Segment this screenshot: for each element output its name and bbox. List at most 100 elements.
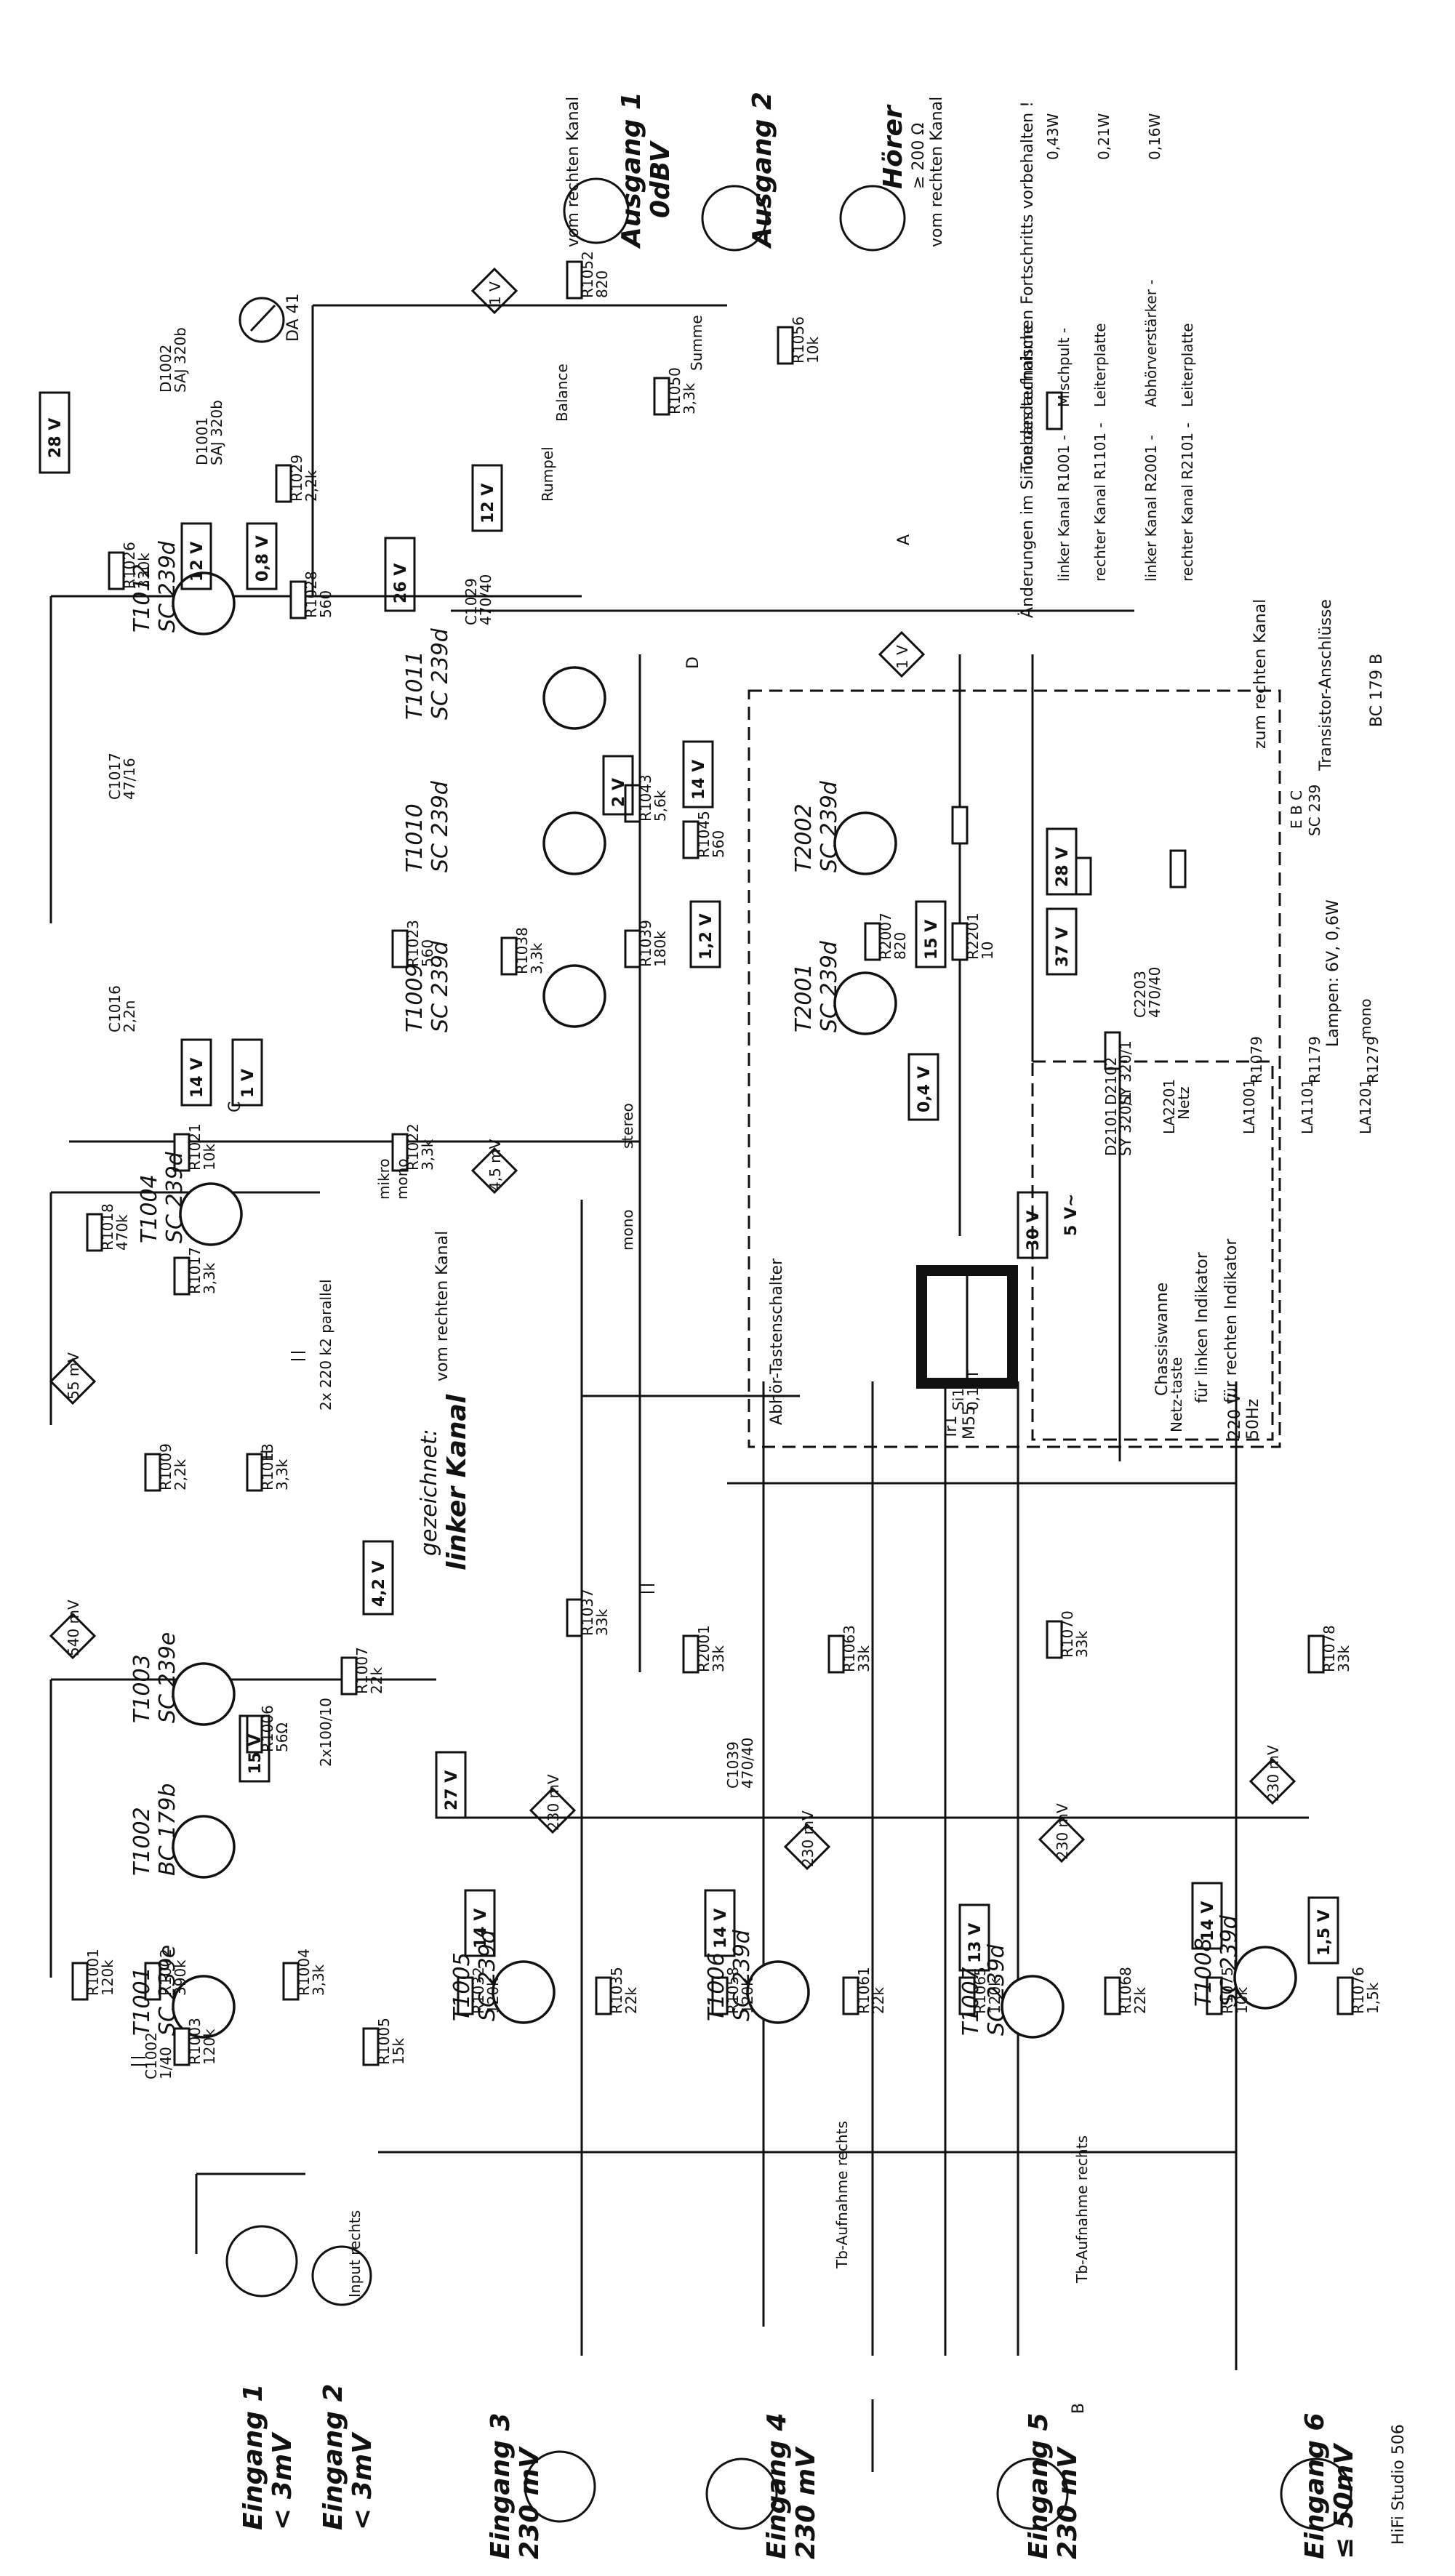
input-eingang4-name: Eingang 4 <box>762 2412 792 2559</box>
input-eingang5-level: 230 mV <box>1053 2446 1083 2559</box>
r1021-val: 10k <box>201 1144 218 1171</box>
channel-title-line1: gezeichnet: <box>417 1429 442 1556</box>
r1039-val: 180k <box>652 931 669 967</box>
label-vom-rechten-kanal2: vom rechten Kanal <box>928 97 946 247</box>
c1015-ref: C1017 <box>106 753 124 800</box>
r2005-val: 820 <box>891 932 909 960</box>
label-vom-rechten-kanal: vom rechten Kanal <box>564 97 582 247</box>
components <box>71 260 1354 2066</box>
label-stereo: stereo <box>619 1103 636 1149</box>
label-rumpel: Rumpel <box>539 446 556 502</box>
changes-row3-left: rechter Kanal R2101 - <box>1179 422 1196 582</box>
level-markers <box>49 267 1296 1871</box>
transistor-labels: T1001 SC 239e T1002 BC 179b T1003 SC 239… <box>129 540 1242 2036</box>
lamp-la2201: LA2201 <box>1161 1079 1178 1134</box>
voltage-0: 28 V <box>47 418 65 458</box>
label-mono: mono <box>393 1158 411 1200</box>
label-balance: Balance <box>553 364 571 422</box>
meter-label: DA 41 <box>284 293 302 342</box>
changes-row1-left: rechter Kanal R1101 - <box>1091 422 1109 582</box>
r1076-val: 1,5k <box>1364 1982 1382 2014</box>
d2102-type: SY 320/1 <box>1117 1040 1134 1105</box>
r1002-ref: R1002 <box>157 1949 175 1996</box>
r1035-ref: R1035 <box>608 1967 625 2014</box>
voltage-10: 4,2 V <box>370 1560 388 1607</box>
label-summe: Summe <box>688 315 705 371</box>
lamps-note: Lampen: 6V, 0,6W <box>1324 899 1342 1047</box>
node-c: C <box>226 1102 244 1112</box>
output-hoerer-name: Hörer <box>878 104 908 189</box>
r1018-val: 470k <box>113 1214 131 1251</box>
label-input-rechts: Input rechts <box>346 2210 364 2298</box>
node-h: H <box>259 1449 277 1461</box>
c1029-val: 470/40 <box>477 574 494 625</box>
output-hoerer-impedance: ≥ 200 Ω <box>910 123 928 189</box>
output-ausgang1-level: 0dBV <box>646 140 676 218</box>
label-tonband: Tonbandaufnahme <box>1019 324 1037 473</box>
transistor-t1010 <box>542 811 606 875</box>
r1006-val: 56Ω <box>273 1722 291 1752</box>
t1009-ref: T1009 <box>402 963 428 1032</box>
input-eingang4-level: 230 mV <box>791 2446 821 2559</box>
transformer-ref: Tr1 <box>942 1416 961 1440</box>
voltage-boxes: 28 V 12 V 0,8 V 26 V 12 V 14 V 1 V 14 V … <box>39 391 1339 1972</box>
lamp-netz: Netz <box>1175 1086 1193 1120</box>
voltage-15: 13 V <box>966 1923 985 1963</box>
r1052-val: 820 <box>593 270 611 298</box>
r1028-val: 560 <box>317 590 334 618</box>
d2101-ref: D2101 <box>1102 1108 1120 1156</box>
r1037-ref: R1037 <box>579 1589 596 1636</box>
r1078-val: 33k <box>1335 1645 1352 1672</box>
r2007-ref: R2201 <box>964 912 982 960</box>
r1090-val: 33k <box>710 1645 727 1672</box>
changes-row1-mid: Leiterplatte <box>1091 323 1109 407</box>
r1068-ref: R1068 <box>1117 1967 1134 2014</box>
r1026-ref: R1026 <box>121 542 138 589</box>
voltage-17: 1,5 V <box>1315 1909 1334 1956</box>
c1039-ref: C1039 <box>724 1741 742 1789</box>
label-bc179: BC 179 B <box>1368 654 1386 727</box>
t1011-ref: T1011 <box>402 651 428 720</box>
mains-voltage: 220 V <box>1226 1393 1244 1440</box>
label-abhoer: Abhör-Tastenschalter <box>768 1258 786 1425</box>
label-rechts-ind: für rechten Indikator <box>1222 1238 1240 1403</box>
label-zum-rechten: zum rechten Kanal <box>1251 599 1270 749</box>
lamp-r1079: R1079 <box>1248 1036 1265 1083</box>
voltage-1: 12 V <box>188 542 207 582</box>
c2201-ref: C2203 <box>1131 971 1149 1018</box>
transformer-type: M55 <box>961 1405 979 1440</box>
level-5: 230 mV <box>545 1774 562 1831</box>
changes-row0-mid: Mischpult - <box>1055 328 1073 407</box>
changes-row2-mid: Abhörverstärker - <box>1142 279 1160 407</box>
transistor-t1001 <box>172 1975 236 2039</box>
power-labels: D1001 SAJ 320b D1002 SAJ 320b D2101 SY 3… <box>157 327 1382 1440</box>
r1037-val: 33k <box>593 1609 611 1636</box>
input-connectors <box>195 2172 1352 2530</box>
voltage-6: 1 V <box>239 1069 257 1098</box>
r1045-ref: R1045 <box>695 811 713 858</box>
meter-symbol <box>239 297 285 343</box>
lamp-la1001: LA1001 <box>1240 1079 1258 1134</box>
r1023-ref: R1023 <box>404 920 422 967</box>
r1045-val: 560 <box>710 830 727 858</box>
voltage-9: 1,2 V <box>697 913 716 960</box>
node-d: D <box>684 657 702 669</box>
t1010-type: SC 239d <box>428 780 453 872</box>
transistor-t1002 <box>172 1815 236 1879</box>
r1056-ref: R1056 <box>790 316 807 364</box>
r1017-ref: R1017 <box>186 1247 204 1294</box>
r1028-ref: R1028 <box>302 571 320 618</box>
level-2: 55 mV <box>65 1352 82 1400</box>
r1023-val: 560 <box>419 939 436 967</box>
voltage-16: 14 V <box>1199 1901 1217 1941</box>
label-ebc: E B C <box>1288 790 1305 829</box>
t1012-type: SC 239d <box>155 540 180 633</box>
r1009-val: 2,2k <box>172 1458 189 1490</box>
r1050-val: 3,3k <box>681 382 698 414</box>
c1002-ref: C1002 <box>143 2032 160 2079</box>
r1052-ref: R1052 <box>579 251 596 298</box>
voltage-11: 15 V <box>246 1734 265 1774</box>
r1061-val: 22k <box>870 1987 887 2014</box>
d2102-ref: D2102 <box>1102 1057 1120 1105</box>
